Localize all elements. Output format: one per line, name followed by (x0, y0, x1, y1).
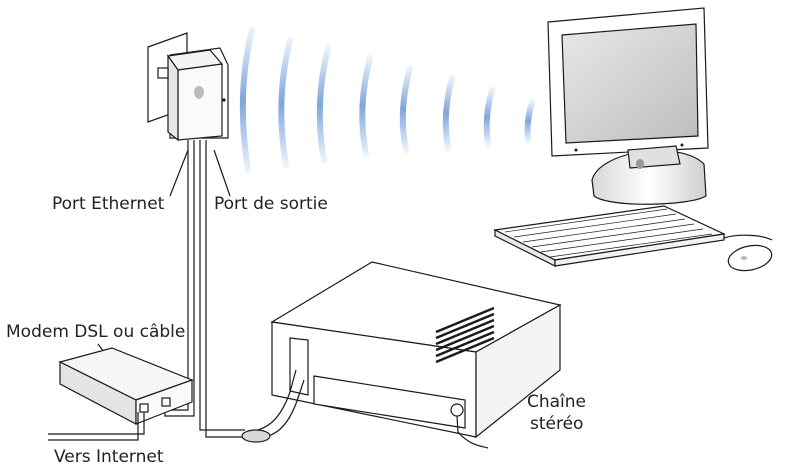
wifi-waves-icon (239, 27, 535, 173)
label-ethernet-port: Port Ethernet (52, 194, 165, 214)
stereo-icon (270, 261, 562, 439)
modem-icon (58, 347, 194, 425)
audio-cable (241, 369, 489, 449)
internet-cable (48, 412, 145, 441)
imac-icon (547, 7, 709, 205)
label-modem: Modem DSL ou câble (6, 322, 186, 342)
keyboard-icon (493, 205, 727, 267)
label-stereo-line1: Chaîne (527, 392, 587, 412)
leader-lines (97, 149, 231, 377)
mouse-icon (723, 234, 773, 272)
label-internet: Vers Internet (54, 447, 164, 467)
label-stereo-line2: stéréo (530, 414, 584, 434)
label-output-port: Port de sortie (214, 194, 328, 214)
airport-express-icon (147, 32, 229, 142)
